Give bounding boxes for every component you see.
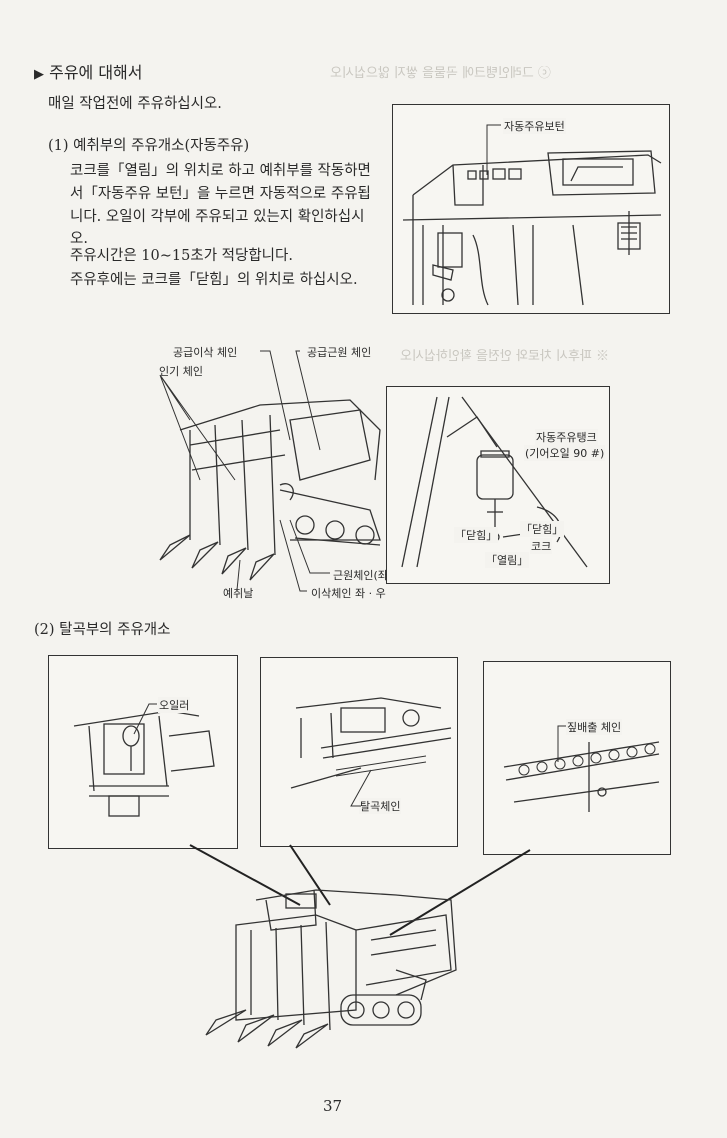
cock-label: 코크 xyxy=(530,538,553,554)
reaper-section-figure xyxy=(130,370,390,590)
oiler-figure: 오일러 xyxy=(48,655,238,849)
part1-line: 서「자동주유 보턴」을 누르면 자동적으로 주유됩 xyxy=(70,186,371,202)
straw-chain-figure: 짚배출 체인 xyxy=(483,661,671,855)
feed-root-chain-label: 공급근원 체인 xyxy=(306,344,373,360)
show-through-text: ※ 파후시 차로와 안전을 확인하십시오 xyxy=(400,349,609,364)
ear-chain-label: 이삭체인 좌 · 우 xyxy=(310,585,387,601)
part1-line: 니다. 오일이 각부에 주유되고 있는지 확인하십시 xyxy=(70,209,365,225)
oiler-label: 오일러 xyxy=(158,697,191,713)
feed-chain-label: 공급이삭 체인 xyxy=(172,344,239,360)
page-number: 37 xyxy=(323,1097,343,1115)
gear-oil-label: (기어오일 90 #) xyxy=(524,445,606,461)
triangle-bullet-icon: ▶ xyxy=(34,67,44,82)
part1-line: 주유시간은 10∼15초가 적당합니다. xyxy=(70,248,293,264)
closed-left-label: 「닫힘」 xyxy=(454,527,499,543)
part1-line: 코크를「열림」의 위치로 하고 예취부를 작동하면 xyxy=(70,163,371,179)
intro-text: 매일 작업전에 주유하십시오. xyxy=(48,96,222,112)
section-title: 주유에 대해서 xyxy=(49,63,143,82)
reaper-blade-label: 예취날 xyxy=(222,585,255,601)
threshing-chain-figure: 탈곡체인 xyxy=(260,657,458,847)
part1-line: 주유후에는 코크를「닫힘」의 위치로 하십시오. xyxy=(70,272,358,288)
show-through-text: ⓒ 그레인탱크에 곡물을 쌓지 않으십시오 xyxy=(330,66,551,81)
combine-harvester-figure xyxy=(196,870,468,1050)
auto-lube-button-label: 자동주유보턴 xyxy=(503,118,566,134)
part1-line: 오. xyxy=(70,231,88,247)
closed-right-label: 「닫힘」 xyxy=(520,521,565,537)
lube-tank-label: 자동주유탱크 xyxy=(535,429,598,445)
part1-heading: (1) 예취부의 주유개소(자동주유) xyxy=(48,138,250,154)
lift-chain-label: 인기 체인 xyxy=(158,363,204,379)
lube-tank-figure xyxy=(386,386,610,584)
part2-heading: (2) 탈곡부의 주유개소 xyxy=(34,622,171,638)
straw-chain-label: 짚배출 체인 xyxy=(566,719,623,735)
section-heading: ▶ 주유에 대해서 xyxy=(34,62,143,85)
open-label: 「열림」 xyxy=(485,552,530,568)
thresh-chain-label: 탈곡체인 xyxy=(359,798,402,814)
control-panel-figure: 자동주유보턴 xyxy=(392,104,670,314)
